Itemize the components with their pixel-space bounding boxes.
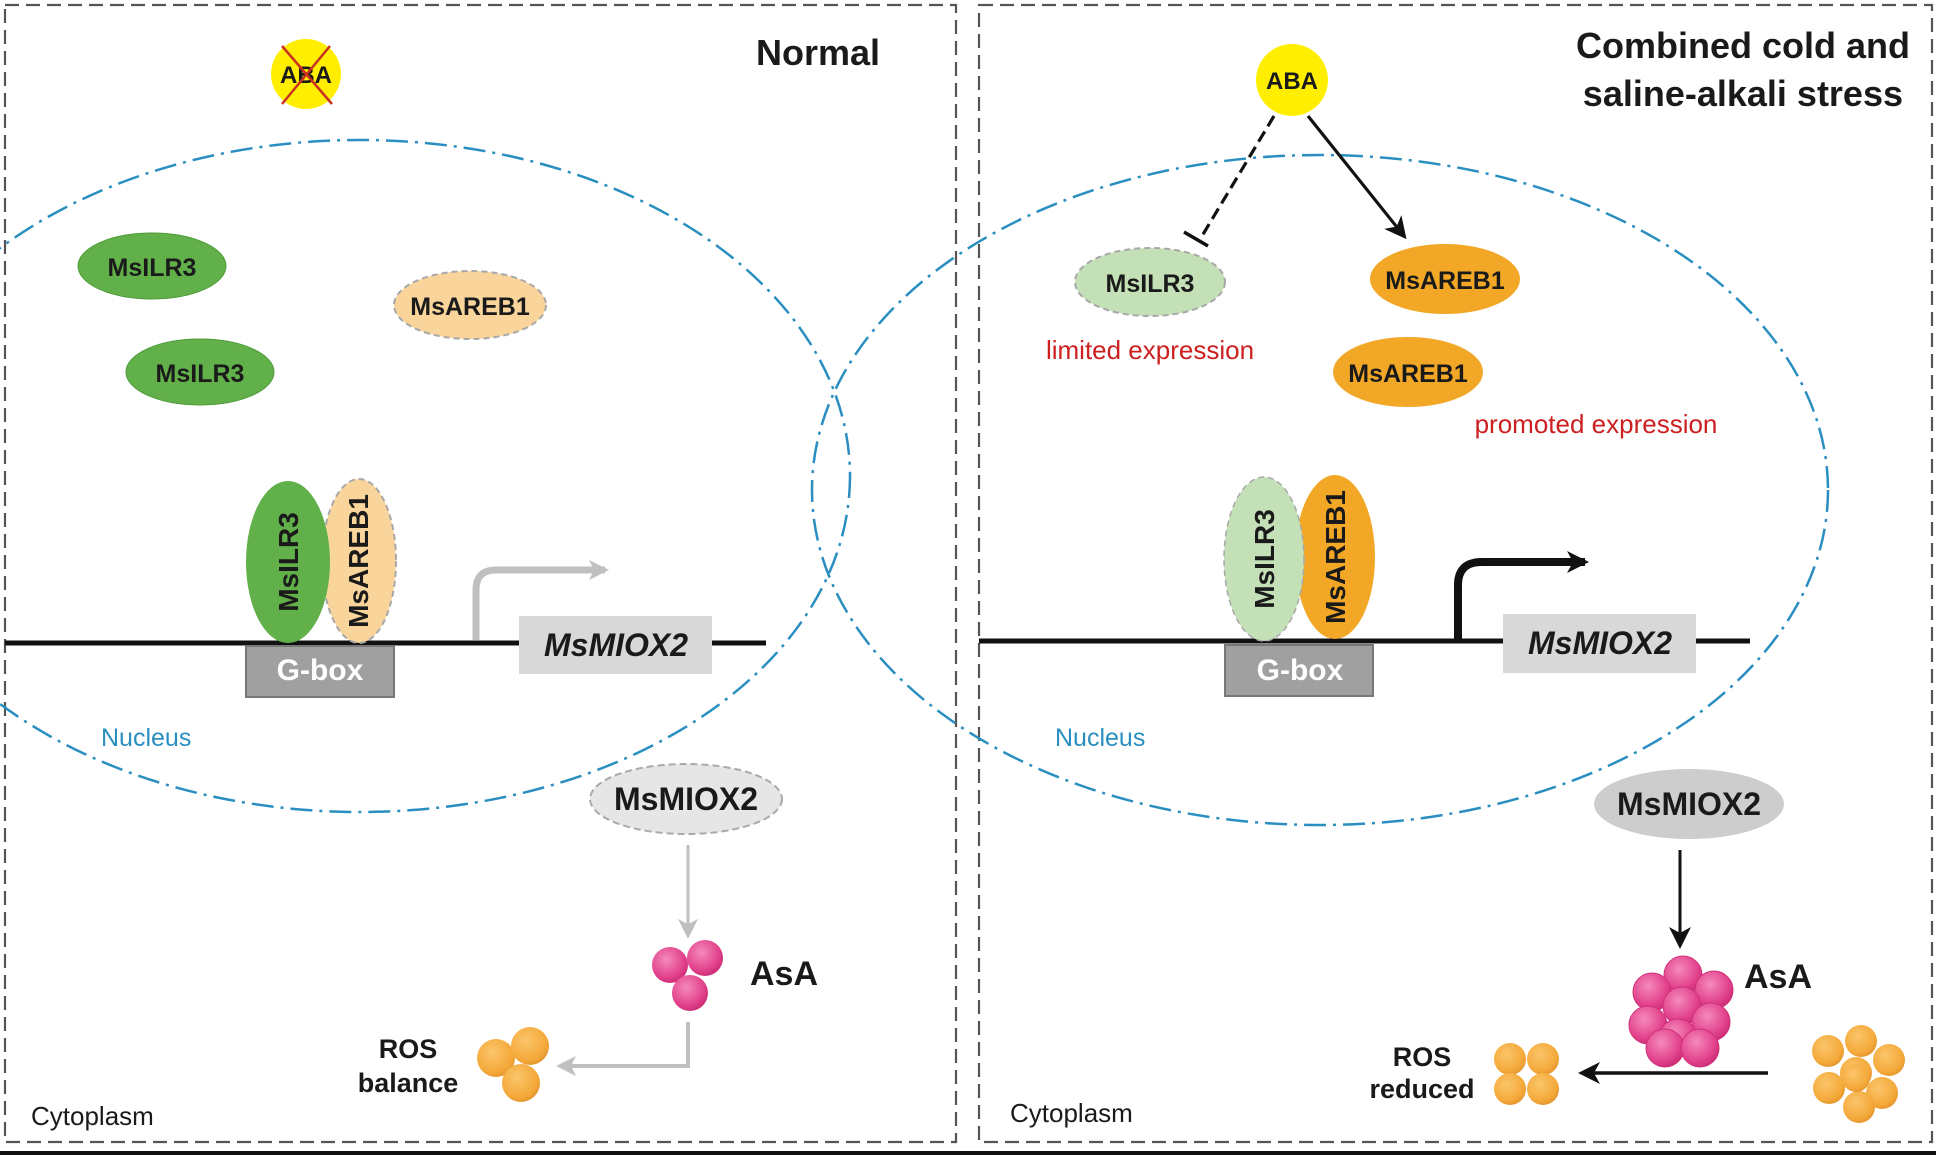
cytoplasm-label: Cytoplasm: [1010, 1098, 1133, 1128]
g-box-label: G-box: [277, 654, 364, 687]
bound-msilr3: MsILR3: [1223, 476, 1305, 642]
protein-label: MsILR3: [156, 360, 245, 388]
g-box-promoter: G-box: [245, 645, 395, 698]
nucleus-membrane: [0, 138, 852, 814]
ros-molecules: [477, 1027, 549, 1102]
inhibition-edge: [1200, 115, 1276, 237]
activation-edge: [1306, 115, 1407, 240]
protein-label: MsMIOX2: [1617, 786, 1761, 822]
ros-label: ROS: [379, 1034, 438, 1064]
asa-molecules: [1628, 955, 1734, 1068]
protein-msilr3: MsILR3: [125, 338, 275, 406]
aba-label: ABA: [1266, 68, 1318, 95]
panel-border: [3, 3, 958, 1144]
protein-label: MsAREB1: [1320, 490, 1351, 624]
gene-msmiox2: MsMIOX2: [1503, 614, 1696, 673]
g-box-label: G-box: [1257, 654, 1344, 687]
bound-msareb1: MsAREB1: [321, 478, 397, 644]
protein-label: MsILR3: [1249, 509, 1280, 609]
annotation-promoted-expression: promoted expression: [1475, 409, 1718, 439]
transcription-arrow-strong: [1454, 551, 1589, 640]
gene-msmiox2: MsMIOX2: [519, 616, 712, 674]
gene-label: MsMIOX2: [1528, 625, 1672, 661]
panel-title-line1: Combined cold and: [1576, 25, 1910, 66]
protein-label: MsILR3: [1106, 270, 1195, 298]
bound-msilr3: MsILR3: [246, 481, 330, 643]
nucleus-label: Nucleus: [1055, 724, 1145, 752]
protein-msareb1: MsAREB1: [393, 270, 547, 340]
aba-present: ABA: [1256, 44, 1328, 116]
annotation-limited-expression: limited expression: [1046, 335, 1254, 365]
ros-status-label: balance: [358, 1068, 459, 1098]
transcription-arrow-weak: [472, 560, 609, 640]
panel-border: [977, 3, 1934, 1144]
ros-molecules-after: [1494, 1043, 1559, 1105]
bound-msareb1: MsAREB1: [1295, 475, 1375, 639]
protein-label: MsILR3: [108, 254, 197, 282]
bottom-edge: [0, 1151, 1936, 1155]
nucleus-label: Nucleus: [101, 724, 191, 752]
protein-label: MsILR3: [273, 512, 304, 612]
nucleus-membrane: [810, 153, 1830, 827]
g-box-promoter: G-box: [1224, 644, 1374, 697]
ros-label: ROS: [1393, 1042, 1452, 1072]
cross-icon: [281, 45, 331, 105]
ros-status-label: reduced: [1369, 1074, 1474, 1104]
protein-label: MsAREB1: [1385, 267, 1505, 295]
protein-msmiox2: MsMIOX2: [589, 763, 783, 835]
protein-label: MsAREB1: [343, 494, 374, 628]
panel-title-line2: saline-alkali stress: [1583, 73, 1903, 114]
protein-msilr3-limited: MsILR3: [1074, 247, 1226, 317]
protein-msareb1-active: MsAREB1: [1370, 244, 1520, 314]
ros-molecules-before: [1812, 1025, 1905, 1123]
cytoplasm-label: Cytoplasm: [31, 1101, 154, 1131]
protein-label: MsAREB1: [410, 293, 530, 321]
asa-molecules: [652, 940, 723, 1011]
asa-label: AsA: [1744, 958, 1812, 996]
protein-label: MsMIOX2: [614, 781, 758, 817]
asa-label: AsA: [750, 955, 818, 993]
panel-title: Normal: [756, 32, 880, 73]
protein-msmiox2: MsMIOX2: [1594, 769, 1784, 839]
protein-label: MsAREB1: [1348, 360, 1468, 388]
panel-stress: Combined cold and saline-alkali stress N…: [810, 3, 1934, 1144]
inhibition-bar-icon: [1183, 230, 1209, 248]
aba-absent: ABA: [271, 39, 341, 109]
gene-label: MsMIOX2: [544, 627, 688, 663]
panel-normal: Normal Nucleus ABA MsILR3 MsILR3 MsAREB1: [0, 3, 958, 1144]
arrow-to-ros: [556, 1022, 690, 1076]
protein-msilr3: MsILR3: [77, 232, 227, 300]
protein-msareb1-active: MsAREB1: [1333, 337, 1483, 407]
aba-molecule: [1256, 44, 1328, 116]
